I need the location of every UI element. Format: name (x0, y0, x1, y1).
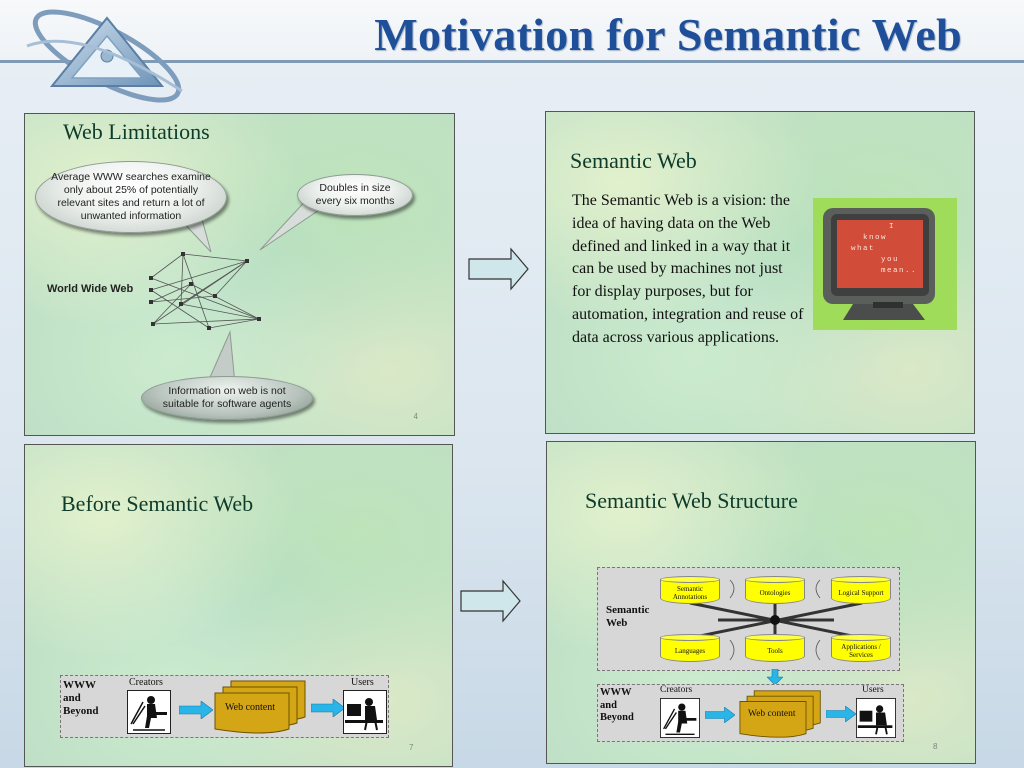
web-content-stack-icon (739, 690, 821, 738)
page-number: 7 (409, 743, 414, 752)
users-label: Users (351, 677, 374, 688)
creator-figure-icon (127, 690, 171, 734)
slide-title: Motivation for Semantic Web (374, 9, 962, 60)
component-semantic-annotations: Semantic Annotations (660, 576, 720, 604)
screen-line: what (851, 245, 876, 253)
www-label: World Wide Web (47, 283, 134, 295)
screen-line: you (881, 256, 900, 264)
arrow-right-icon (179, 701, 213, 719)
www-beyond-box: WWW and Beyond Creators Users Web conten… (597, 684, 904, 742)
logo-icon (26, 9, 183, 103)
component-label: Semantic Annotations (672, 584, 708, 601)
arrow-right-icon (705, 707, 735, 723)
panel-title: Semantic Web Structure (585, 488, 798, 513)
bubble-search-limits: Average WWW searches examine only about … (35, 161, 227, 233)
screen-line: I (889, 223, 896, 231)
web-content-label: Web content (225, 702, 276, 713)
arrow-right-icon (826, 706, 856, 722)
panel-title: Semantic Web (570, 148, 697, 173)
creator-figure-icon (660, 698, 700, 738)
panel-web-limitations: Web Limitations Average WWW searches exa… (24, 113, 455, 436)
monitor-image: I know what you mean.. (813, 198, 957, 330)
bubble-doubles-size: Doubles in size every six months (297, 174, 413, 216)
panel-title: Web Limitations (63, 119, 210, 144)
component-applications-services: Applications / Services (831, 634, 891, 662)
arrow-right-icon (311, 699, 345, 717)
component-logical-support: Logical Support (831, 576, 891, 604)
component-languages: Languages (660, 634, 720, 662)
creators-label: Creators (129, 677, 163, 688)
www-beyond-label: WWW and Beyond (600, 687, 634, 723)
right-arrow-icon (468, 247, 529, 291)
www-beyond-box: WWW and Beyond Creators Users Web conten… (60, 675, 389, 738)
panel-before-semantic-web: Before Semantic Web WWW and Beyond Creat… (24, 444, 453, 767)
users-label: Users (862, 685, 884, 695)
monitor-icon (823, 208, 935, 320)
panel-semantic-web-structure: Semantic Web Structure Semantic Web Sema… (546, 441, 976, 764)
screen-line: know (863, 234, 888, 242)
creators-label: Creators (660, 685, 693, 695)
screen-line: mean.. (881, 267, 918, 275)
component-tools: Tools (745, 634, 805, 662)
component-label: Applications / Services (841, 642, 881, 659)
semantic-web-label: Semantic Web (606, 604, 650, 629)
page-number: 8 (933, 742, 938, 751)
bubble-software-agents: Information on web is not suitable for s… (141, 376, 313, 420)
right-arrow-icon (460, 579, 521, 623)
web-network-diagram (149, 252, 261, 330)
header-divider (0, 60, 1024, 63)
component-label: Languages (674, 646, 706, 655)
web-content-stack-icon (214, 680, 306, 734)
arrow-down-icon (767, 669, 783, 685)
header-bar (0, 0, 1024, 62)
component-label: Tools (767, 646, 783, 655)
semantic-web-description: The Semantic Web is a vision: the idea o… (572, 192, 804, 346)
www-beyond-label: WWW and Beyond (63, 679, 99, 717)
component-ontologies: Ontologies (745, 576, 805, 604)
panel-title: Before Semantic Web (61, 491, 254, 516)
user-at-computer-icon (856, 698, 896, 738)
monitor-screen-text: I know what you mean.. (841, 222, 923, 277)
page-number: 4 (413, 412, 418, 421)
semantic-web-structure-box: Semantic Web Semantic Annotations Ontolo… (597, 567, 900, 671)
web-content-label: Web content (748, 709, 796, 719)
component-label: Ontologies (759, 588, 791, 597)
user-at-computer-icon (343, 690, 387, 734)
component-label: Logical Support (838, 588, 884, 597)
panel-semantic-web: Semantic Web The Semantic Web is a visio… (545, 111, 975, 434)
